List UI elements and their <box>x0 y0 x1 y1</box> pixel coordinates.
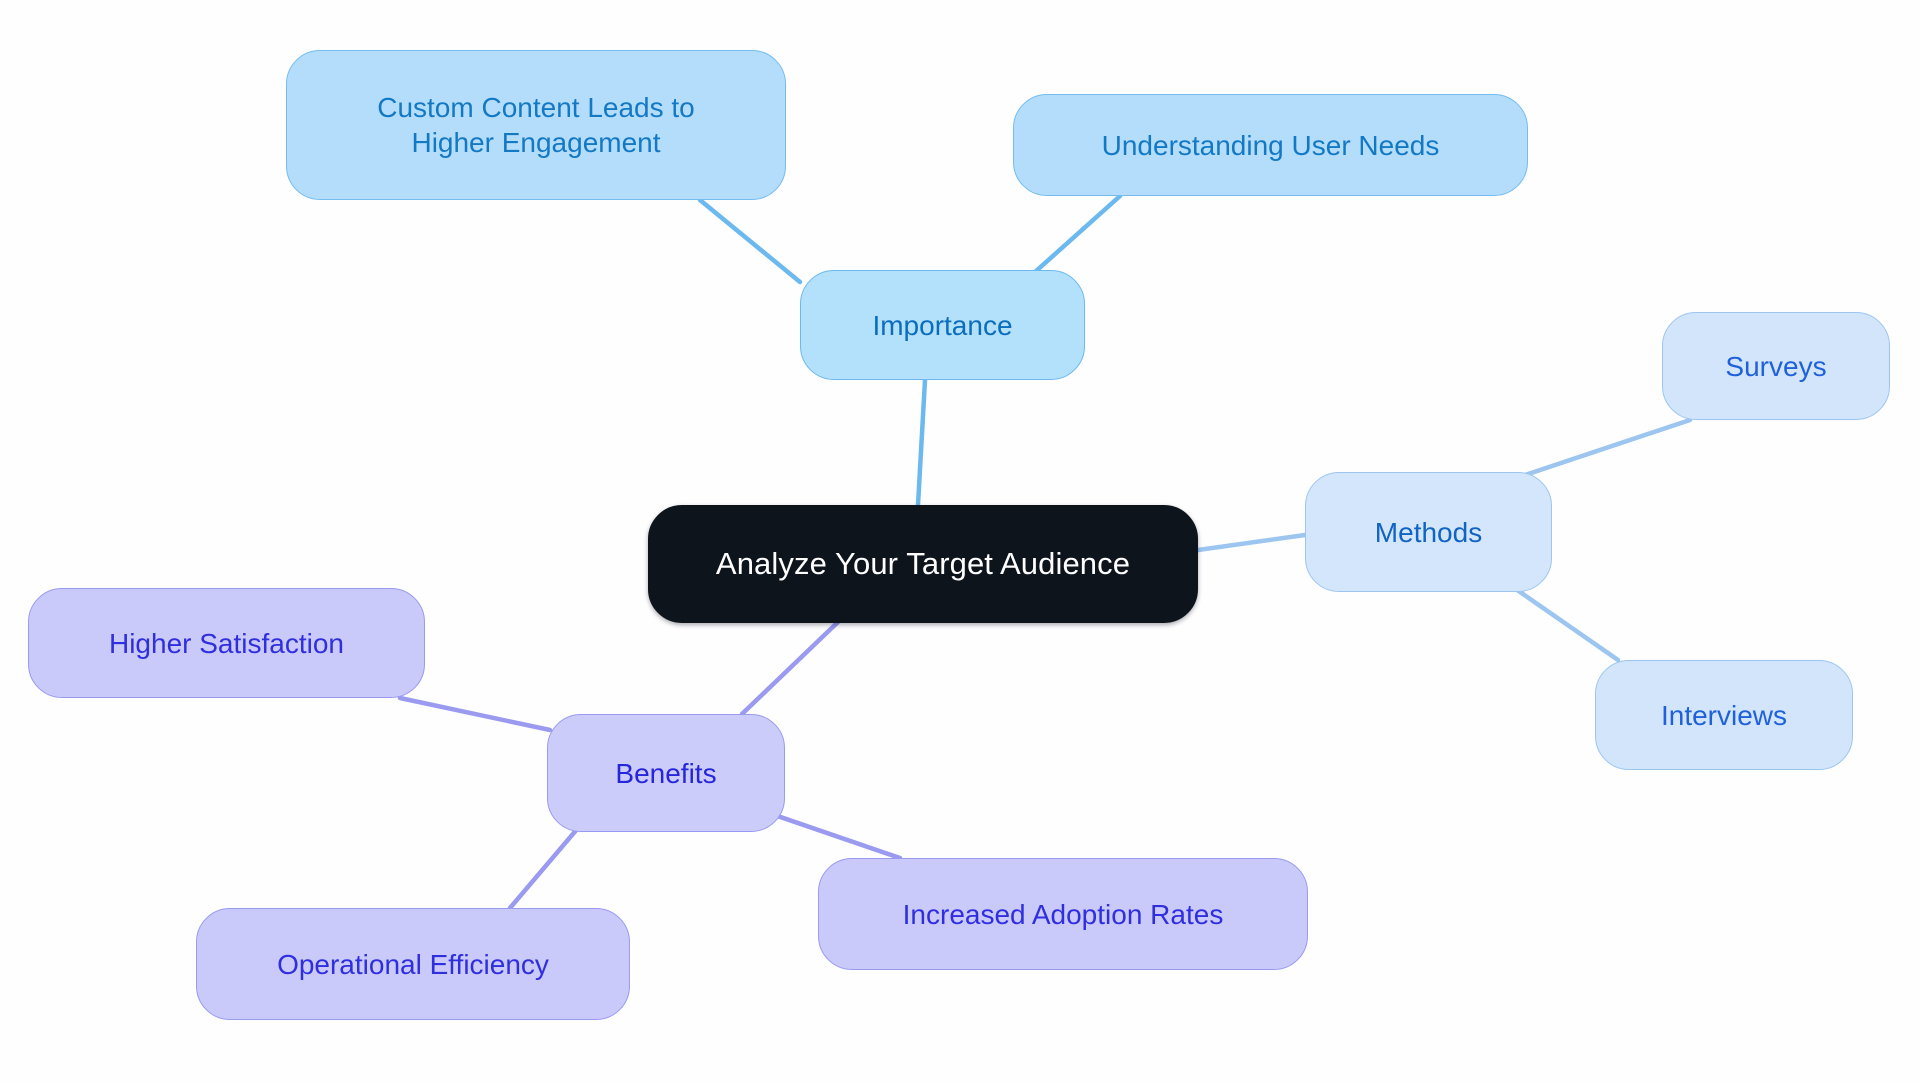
node-higher-satisfaction[interactable]: Higher Satisfaction <box>28 588 425 698</box>
node-operational-efficiency[interactable]: Operational Efficiency <box>196 908 630 1020</box>
node-surveys-label: Surveys <box>1725 350 1827 382</box>
edge-benefits-higher-satisfaction <box>397 695 553 733</box>
node-interviews-label: Interviews <box>1660 699 1788 731</box>
node-methods-label: Methods <box>1374 516 1483 548</box>
node-root[interactable]: Analyze Your Target Audience <box>648 505 1198 623</box>
node-custom-content-label: Custom Content Leads to Higher Engagemen… <box>377 92 695 158</box>
node-understanding-user-needs[interactable]: Understanding User Needs <box>1013 94 1528 196</box>
node-operational-efficiency-label: Operational Efficiency <box>277 948 549 980</box>
node-importance-label: Importance <box>872 309 1013 341</box>
node-benefits-label: Benefits <box>615 757 717 789</box>
node-surveys[interactable]: Surveys <box>1662 312 1890 420</box>
node-custom-content-leads-to-higher-engagement[interactable]: Custom Content Leads to Higher Engagemen… <box>286 50 786 200</box>
node-higher-satisfaction-label: Higher Satisfaction <box>108 627 344 659</box>
node-increased-adoption-rates[interactable]: Increased Adoption Rates <box>818 858 1308 970</box>
edge-root-benefits <box>739 619 841 717</box>
edge-importance-understanding <box>1032 193 1123 275</box>
edge-methods-surveys <box>1507 417 1693 483</box>
node-root-label: Analyze Your Target Audience <box>715 545 1131 581</box>
edge-benefits-operational-efficiency <box>507 825 581 911</box>
node-interviews[interactable]: Interviews <box>1595 660 1853 770</box>
node-benefits[interactable]: Benefits <box>547 714 785 832</box>
node-increased-adoption-rates-label: Increased Adoption Rates <box>902 898 1224 930</box>
node-understanding-user-needs-label: Understanding User Needs <box>1101 129 1440 161</box>
node-importance[interactable]: Importance <box>800 270 1085 380</box>
edge-methods-interviews <box>1507 582 1621 663</box>
edge-root-importance <box>915 377 928 508</box>
node-methods[interactable]: Methods <box>1305 472 1552 592</box>
edge-root-methods <box>1195 532 1308 553</box>
edge-importance-custom-content <box>697 197 803 285</box>
edge-benefits-increased-adoption <box>757 807 903 861</box>
